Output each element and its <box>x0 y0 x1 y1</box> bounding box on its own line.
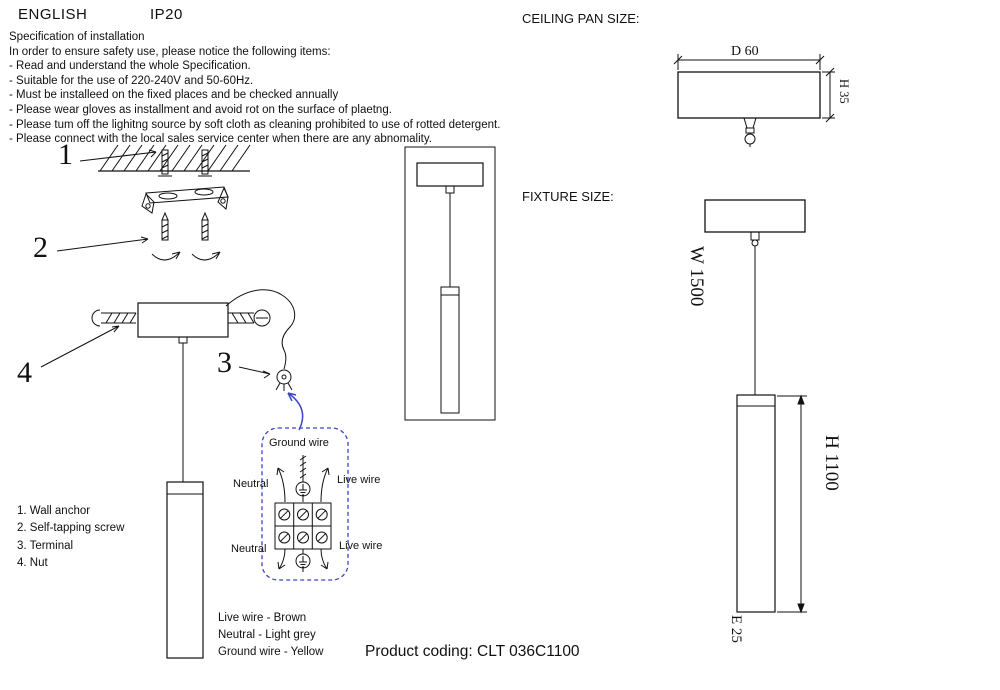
legend-item: 4. Nut <box>17 556 48 569</box>
callout-4: 4 <box>17 356 32 389</box>
wire-color-notes: Live wire - Brown Neutral - Light grey G… <box>218 610 323 662</box>
pan-height-dim: H 35 <box>837 79 851 104</box>
wall-anchor-drawing <box>79 149 212 177</box>
ceiling-pan-drawing <box>673 54 835 147</box>
mounting-bracket-drawing <box>141 186 229 214</box>
live-wire-bottom-label: Live wire <box>339 540 383 552</box>
spec-item: - Please connect with the local sales se… <box>9 133 432 146</box>
legend-item: 1. Wall anchor <box>17 505 91 517</box>
spec-item: - Must be installeed on the fixed places… <box>9 89 339 102</box>
callout-1: 1 <box>58 138 73 171</box>
pan-diameter-dim: D 60 <box>731 44 759 59</box>
specification-block: Specification of installation In order t… <box>9 30 500 147</box>
fixture-size-heading: FIXTURE SIZE: <box>522 189 614 204</box>
spec-title: Specification of installation <box>9 31 145 43</box>
wire-color-note: Neutral - Light grey <box>218 629 316 642</box>
live-wire-top-label: Live wire <box>337 474 381 486</box>
spec-intro: In order to ensure safety use, please no… <box>9 45 331 58</box>
ip-rating-label: IP20 <box>150 6 183 23</box>
terminal-block-drawing <box>274 455 332 572</box>
wiring-detail-callout <box>261 392 349 581</box>
spec-item: - Read and understand the whole Specific… <box>9 60 251 73</box>
boxed-lamp-drawing <box>404 146 496 421</box>
pendant-tube-drawing <box>166 343 204 659</box>
spec-item: - Please tum off the lighitng source by … <box>9 118 501 131</box>
callout-3: 3 <box>217 346 232 379</box>
ceiling-pan-size-heading: CEILING PAN SIZE: <box>522 11 640 26</box>
terminal-cable-drawing <box>225 289 296 391</box>
wire-color-note: Ground wire - Yellow <box>218 646 324 659</box>
fixture-drawing <box>704 199 807 614</box>
parts-legend: 1. Wall anchor 2. Self-tapping screw 3. … <box>17 503 124 572</box>
canopy-drawing <box>40 302 271 368</box>
fixture-wire-dim: W 1500 <box>686 246 707 307</box>
legend-item: 3. Terminal <box>17 539 74 552</box>
neutral-bottom-label: Neutral <box>231 543 267 555</box>
spec-item: - Please wear gloves as installment and … <box>9 103 392 116</box>
fixture-diameter-dim: E 25 <box>728 615 744 643</box>
ceiling-hatch-drawing <box>98 144 251 172</box>
ground-wire-label: Ground wire <box>269 437 329 449</box>
product-coding: Product coding: CLT 036C1100 <box>365 643 580 660</box>
wire-color-note: Live wire - Brown <box>218 612 307 624</box>
spec-item: - Suitable for the use of 220-240V and 5… <box>9 74 254 87</box>
language-label: ENGLISH <box>18 6 88 23</box>
neutral-top-label: Neutral <box>233 478 269 490</box>
fixture-height-dim: H 1100 <box>821 435 842 491</box>
self-tapping-screw-drawing <box>56 211 221 261</box>
callout-2: 2 <box>33 231 48 264</box>
legend-item: 2. Self-tapping screw <box>17 522 125 535</box>
